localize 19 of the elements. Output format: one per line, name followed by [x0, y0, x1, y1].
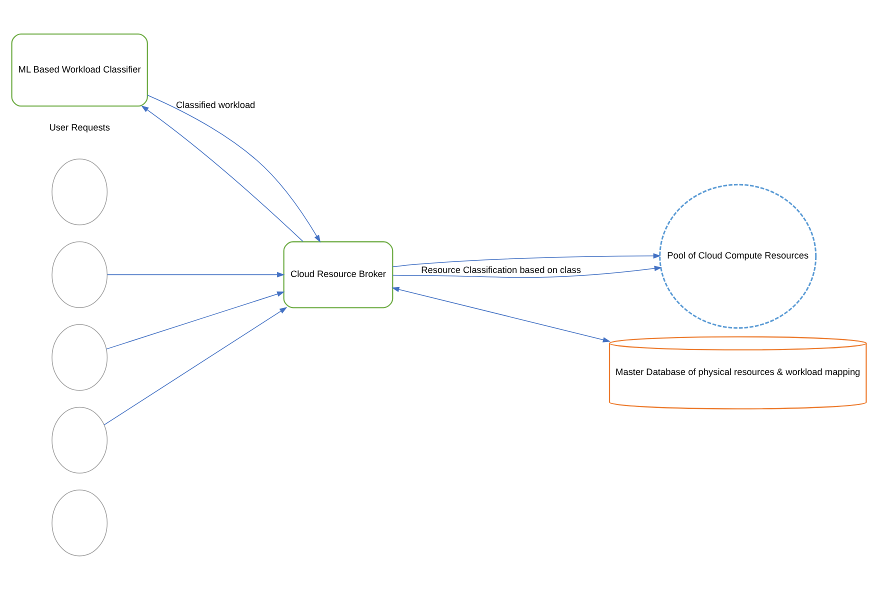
arrow [107, 272, 285, 277]
node-circle [52, 324, 108, 390]
arrow [104, 306, 288, 425]
arrow [392, 286, 611, 342]
arrow [392, 265, 662, 278]
node-circle [52, 406, 108, 474]
edge-label: Classified workload [176, 100, 256, 110]
arrow [141, 104, 304, 242]
node-box: Cloud Resource Broker [283, 240, 394, 308]
node-circle [52, 489, 108, 556]
node-circle [52, 158, 108, 225]
arrow [147, 94, 321, 242]
label: User Requests [49, 122, 110, 132]
arrow [106, 290, 285, 349]
node-circle: Pool of Cloud Compute Resources [659, 183, 817, 328]
node-circle [52, 240, 108, 308]
arrow [392, 252, 661, 267]
edge-label: Resource Classification based on class [421, 264, 581, 274]
node-box: ML Based Workload Classifier [11, 32, 148, 106]
